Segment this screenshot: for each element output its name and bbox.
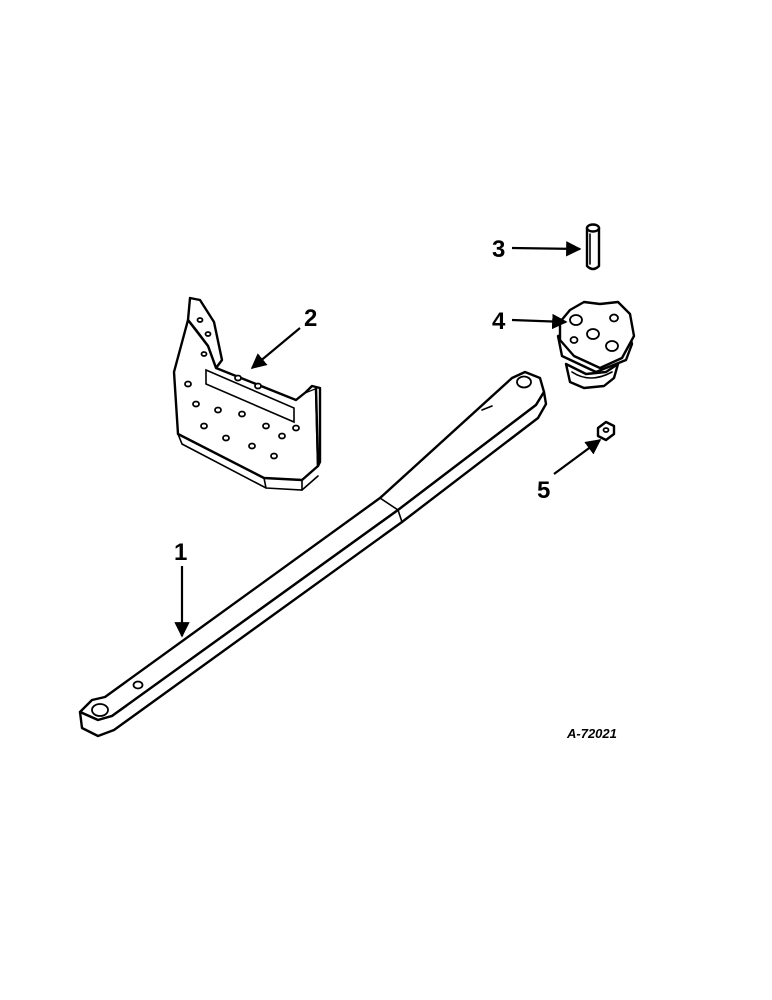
pin-part	[585, 223, 601, 271]
square-nut-part	[596, 420, 616, 442]
leader-arrow-4	[511, 313, 568, 330]
callout-4: 4	[492, 308, 506, 335]
mounting-bracket-part	[172, 296, 322, 491]
callout-2: 2	[304, 305, 317, 332]
callout-5: 5	[537, 477, 550, 504]
drawbar-part	[78, 370, 548, 738]
callout-3: 3	[492, 236, 505, 263]
clevis-part	[556, 300, 636, 390]
callout-1: 1	[174, 539, 187, 566]
figure-id: A-72021	[566, 726, 617, 741]
leader-arrow-3	[511, 241, 582, 257]
leader-arrow-5	[553, 439, 602, 475]
leader-arrow-2	[250, 327, 301, 369]
